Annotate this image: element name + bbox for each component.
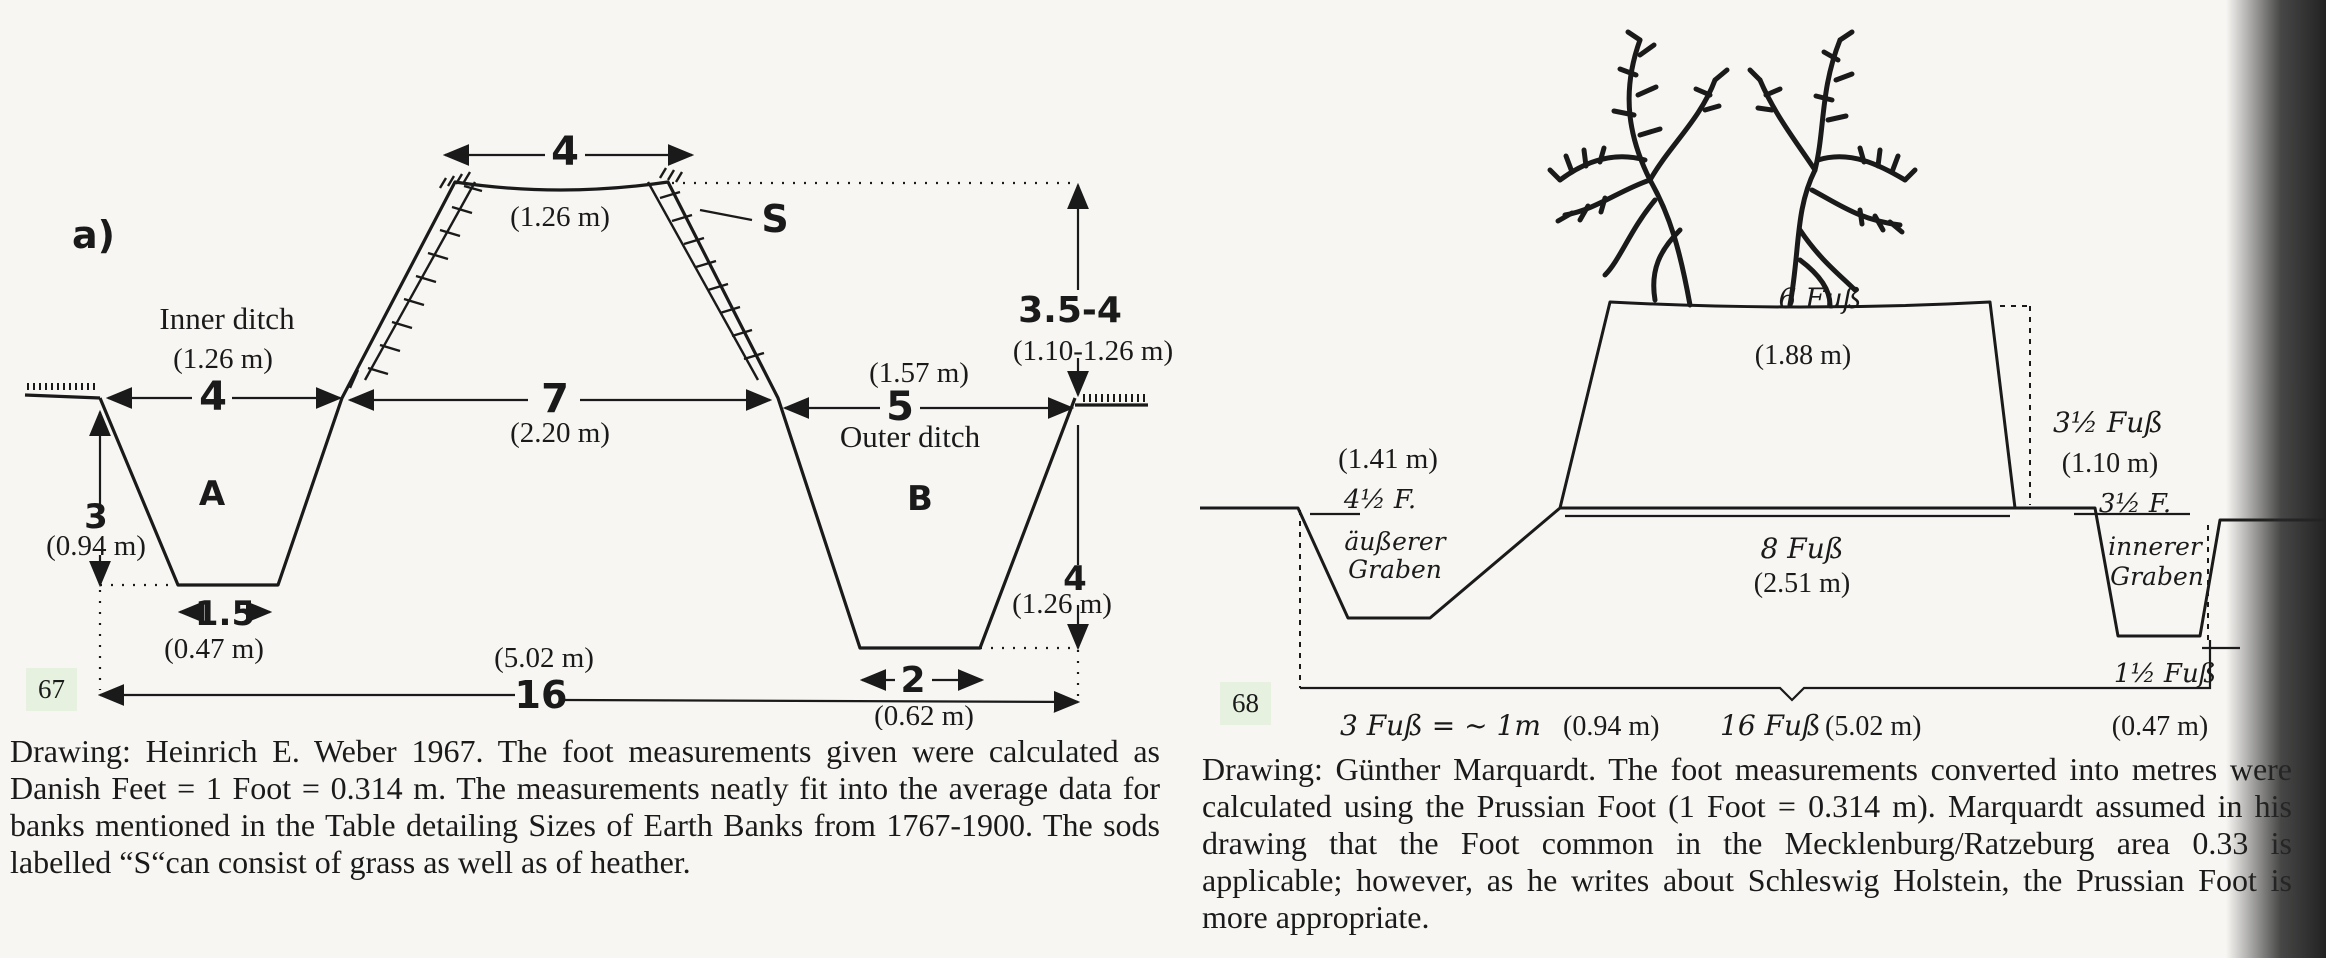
outer-depth-m: (1.26 m): [1012, 588, 1112, 620]
inner-ditch-label-1: innerer: [2108, 532, 2204, 561]
outer-ditch-width: 5: [886, 384, 914, 430]
marquardt-bank-drawing: 6 Fuß (1.88 m) 3½ Fuß (1.10 m) (1.41 m) …: [1200, 29, 2326, 742]
inner-depth: 3: [84, 497, 108, 537]
top-width: 4: [551, 129, 579, 175]
outer-ditch-label-2: Graben: [1348, 555, 1442, 584]
letter-a: A: [199, 474, 226, 514]
inner-bottom: 1.5: [195, 594, 255, 634]
height: 3.5-4: [1018, 290, 1122, 331]
total-feet: 16 Fuß: [1720, 709, 1821, 742]
base-width-m: (2.20 m): [510, 417, 610, 449]
inner-depth-m: (0.94 m): [46, 530, 146, 562]
sods-left: [348, 171, 483, 389]
height-feet: 3½ Fuß: [2053, 406, 2163, 439]
inner-bottom-m: (0.47 m): [2112, 711, 2208, 742]
outer-bottom: 2: [900, 660, 925, 701]
outer-ditch-label-1: äußerer: [1344, 527, 1447, 556]
height-m: (1.10 m): [2062, 448, 2158, 479]
figure-marquardt: 6 Fuß (1.88 m) 3½ Fuß (1.10 m) (1.41 m) …: [1200, 0, 2326, 750]
top-feet: 6 Fuß: [1779, 282, 1862, 315]
outer-ditch-width-m: (1.41 m): [1338, 443, 1438, 475]
panel-label: a): [72, 213, 115, 257]
inner-ditch-label-2: Graben: [2110, 562, 2204, 591]
outer-ditch-width-m: (1.57 m): [869, 357, 969, 389]
letter-b: B: [907, 479, 933, 519]
outer-depth: 4: [1063, 559, 1087, 599]
height-m: (1.10-1.26 m): [1013, 335, 1173, 367]
outer-bottom-m: (0.62 m): [874, 700, 974, 730]
top-width-m: (1.26 m): [510, 201, 610, 233]
total-m: (5.02 m): [1825, 711, 1921, 742]
scale-m: (0.94 m): [1563, 711, 1659, 742]
page-edge-shadow: [2226, 0, 2326, 958]
total-width: 16: [515, 673, 568, 717]
inner-bottom-feet: 1½ Fuß: [2114, 659, 2216, 689]
total-width-m: (5.02 m): [494, 642, 594, 674]
top-m: (1.88 m): [1755, 340, 1851, 371]
caption-marquardt: Drawing: Günther Marquardt. The foot mea…: [1202, 751, 2292, 935]
figure-weber: a) A B S 4 (1.26 m) Inner ditch (1.26 m)…: [0, 0, 1190, 730]
base-width: 7: [541, 376, 569, 422]
inner-ditch-width-feet: 3½ F.: [2099, 489, 2171, 519]
figure-number: 67: [26, 668, 77, 711]
inner-ditch-width-m: (1.26 m): [173, 343, 273, 375]
inner-bottom-m: (0.47 m): [164, 633, 264, 665]
label-outer-ditch: Outer ditch: [840, 419, 981, 454]
inner-ditch-width: 4: [199, 374, 227, 420]
sods-right: [646, 167, 765, 381]
label-inner-ditch: Inner ditch: [159, 301, 295, 336]
outer-ditch-width-feet: 4½ F.: [1343, 485, 1416, 515]
tree-illustration: [1547, 29, 1918, 308]
caption-weber: Drawing: Heinrich E. Weber 1967. The foo…: [10, 733, 1160, 880]
ground-hatching: [27, 383, 1145, 402]
base-feet: 8 Fuß: [1761, 532, 1844, 565]
weber-bank-drawing: a) A B S 4 (1.26 m) Inner ditch (1.26 m)…: [24, 129, 1173, 730]
scale-feet: 3 Fuß = ~ 1m: [1340, 709, 1541, 742]
letter-s: S: [761, 197, 788, 241]
base-m: (2.51 m): [1754, 568, 1850, 599]
figure-number: 68: [1220, 682, 1271, 725]
